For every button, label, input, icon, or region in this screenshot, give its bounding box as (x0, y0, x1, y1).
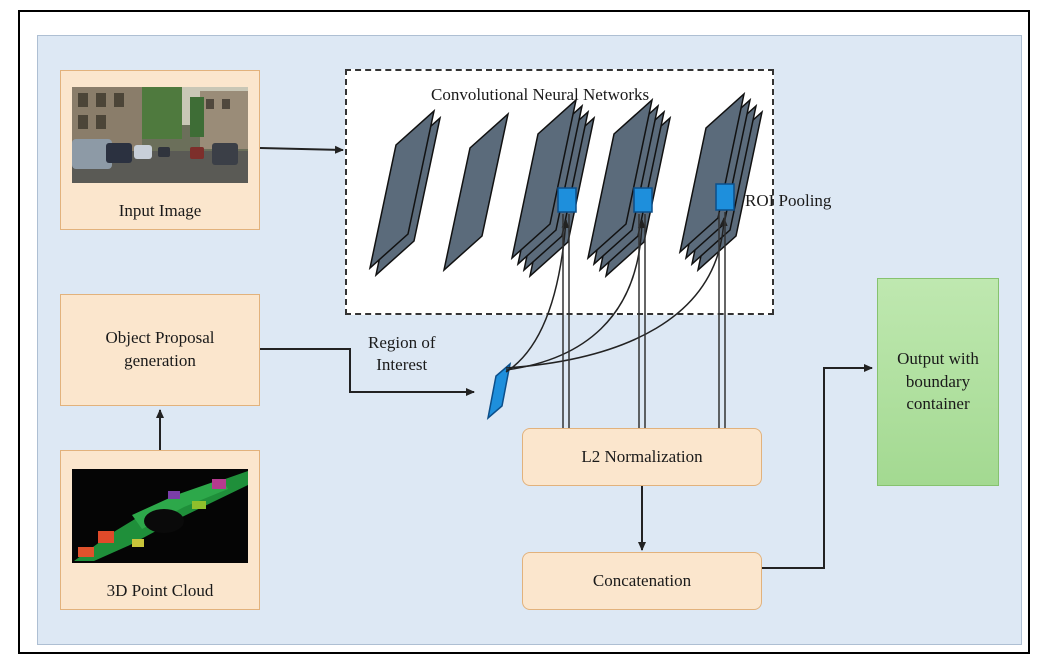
input-image-box: Input Image (60, 70, 260, 230)
region-of-interest-line1: Region of (368, 333, 436, 352)
output-label-line3: container (906, 394, 970, 414)
concatenation-label: Concatenation (592, 570, 692, 590)
point-cloud-label: 3D Point Cloud (106, 581, 214, 601)
street-scene-image (72, 87, 248, 183)
roi-feature-2 (633, 187, 653, 213)
region-of-interest-label: Region of Interest (368, 332, 436, 376)
object-proposal-label-line1: Object Proposal (105, 328, 215, 348)
cnn-layer-2 (442, 111, 510, 273)
l2-normalization-box: L2 Normalization (522, 428, 762, 486)
cnn-layer-5 (678, 91, 764, 273)
arrow-concat-to-output (762, 364, 873, 569)
cnn-layer-4 (586, 97, 672, 279)
object-proposal-box: Object Proposal generation (60, 294, 260, 406)
roi-shape (486, 362, 512, 420)
roi-feature-1 (557, 187, 577, 213)
feature-to-l2-lines (562, 212, 726, 428)
input-image-label: Input Image (118, 201, 202, 221)
output-box: Output with boundary container (877, 278, 999, 486)
roi-pooling-label: ROI Pooling (745, 191, 832, 210)
cnn-layer-1 (368, 108, 442, 278)
concatenation-box: Concatenation (522, 552, 762, 610)
object-proposal-label-line2: generation (124, 351, 196, 370)
l2-normalization-label: L2 Normalization (581, 446, 703, 466)
cnn-layer-3 (510, 97, 596, 279)
arrow-proposal-to-roi (260, 348, 475, 396)
point-cloud-image (72, 469, 248, 563)
cnn-title: Convolutional Neural Networks (431, 85, 650, 104)
region-of-interest-line2: Interest (376, 355, 428, 375)
curve-roi-to-feature-3 (505, 217, 728, 369)
arrow-input-to-cnn (259, 145, 344, 154)
output-label-line2: boundary (905, 371, 971, 391)
point-cloud-box: 3D Point Cloud (60, 450, 260, 610)
output-label-line1: Output with (897, 348, 979, 368)
roi-feature-3 (715, 183, 735, 211)
